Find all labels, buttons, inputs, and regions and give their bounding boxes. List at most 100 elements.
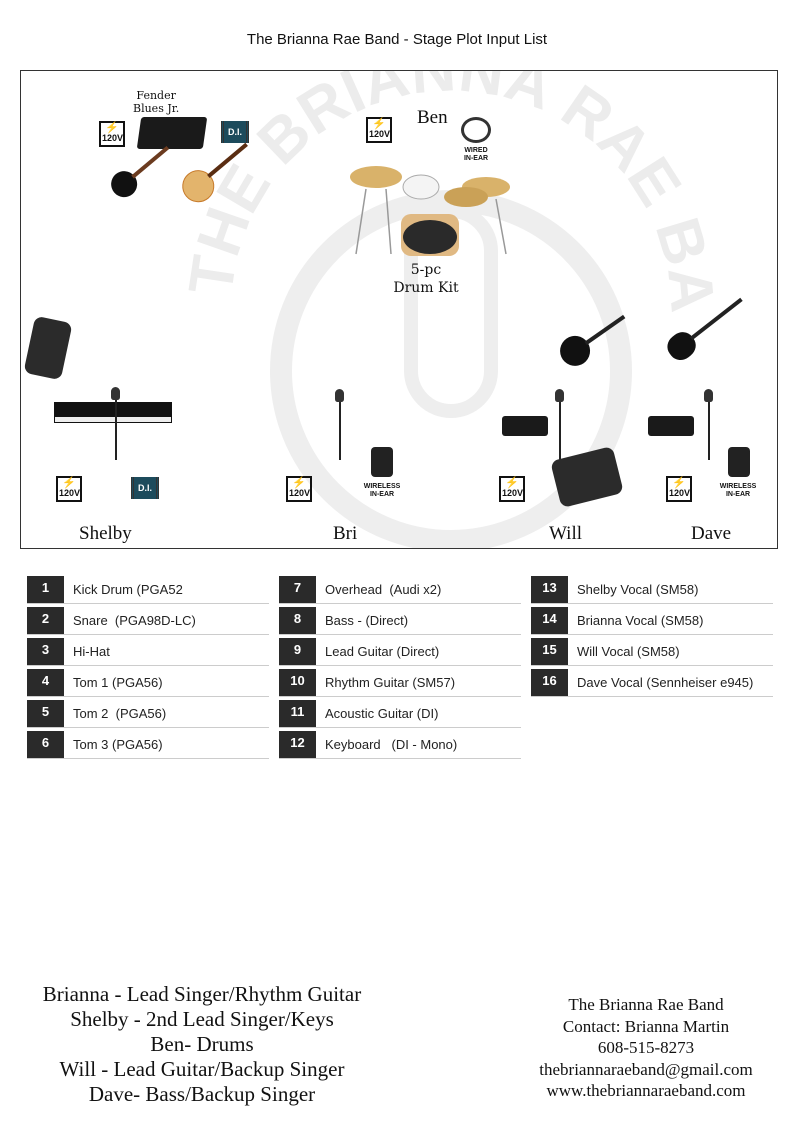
input-number: 2 bbox=[27, 607, 64, 634]
input-number: 11 bbox=[279, 700, 316, 727]
input-number: 15 bbox=[531, 638, 568, 665]
amp-label-line: Blues Jr. bbox=[133, 102, 180, 115]
input-number: 6 bbox=[27, 731, 64, 758]
microphone-icon bbox=[555, 389, 564, 402]
wireless-pack-icon bbox=[371, 447, 393, 477]
power-label: 120V bbox=[669, 488, 691, 498]
power-outlet-icon: ⚡120V bbox=[366, 117, 392, 143]
input-number: 8 bbox=[279, 607, 316, 634]
power-label: 120V bbox=[102, 133, 124, 143]
label-line: WIRED bbox=[464, 147, 488, 154]
microphone-icon bbox=[335, 389, 344, 402]
member-name-dave: Dave bbox=[691, 523, 732, 544]
drummer-name: Ben bbox=[417, 107, 448, 128]
keyboard-icon bbox=[54, 402, 172, 423]
input-number: 14 bbox=[531, 607, 568, 634]
mic-stand-icon bbox=[708, 402, 710, 460]
amp-label-line: Fender bbox=[136, 89, 176, 102]
role-line: Shelby - 2nd Lead Singer/Keys bbox=[70, 1007, 334, 1031]
microphone-icon bbox=[704, 389, 713, 402]
effects-pedal-icon bbox=[648, 416, 694, 436]
role-line: Dave- Bass/Backup Singer bbox=[88, 1082, 316, 1106]
contact-website[interactable]: www.thebriannaraeband.com bbox=[546, 1081, 746, 1100]
input-number: 1 bbox=[27, 576, 64, 603]
drum-kit-icon bbox=[350, 166, 510, 256]
label-line: IN-EAR bbox=[463, 155, 489, 162]
input-number: 7 bbox=[279, 576, 316, 603]
input-row: 7 Overhead (Audi x2) bbox=[279, 576, 521, 604]
wired-in-ear-icon bbox=[461, 117, 491, 143]
band-logo-watermark: THE BRIANNA RAE BAND bbox=[171, 71, 727, 548]
label-line: WIRELESS bbox=[363, 483, 401, 490]
microphone-icon bbox=[111, 387, 120, 400]
input-label: Brianna Vocal (SM58) bbox=[577, 613, 704, 628]
input-row: 3 Hi-Hat bbox=[27, 638, 269, 666]
input-label: Overhead (Audi x2) bbox=[325, 582, 442, 597]
input-number: 4 bbox=[27, 669, 64, 696]
power-outlet-icon: ⚡120V bbox=[499, 476, 525, 502]
effects-pedal-icon bbox=[502, 416, 548, 436]
band-name: The Brianna Rae Band bbox=[568, 995, 724, 1014]
role-line: Will - Lead Guitar/Backup Singer bbox=[59, 1057, 345, 1081]
role-line: Brianna - Lead Singer/Rhythm Guitar bbox=[42, 982, 362, 1006]
power-outlet-icon: ⚡120V bbox=[99, 121, 125, 147]
role-line: Ben- Drums bbox=[150, 1032, 254, 1056]
input-label: Rhythm Guitar (SM57) bbox=[325, 675, 456, 690]
amp-icon bbox=[136, 117, 208, 149]
page-title: The Brianna Rae Band - Stage Plot Input … bbox=[246, 31, 548, 48]
contact-email[interactable]: thebriannaraeband@gmail.com bbox=[539, 1059, 753, 1079]
di-box-icon: D.I. bbox=[221, 121, 249, 143]
label-line: IN-EAR bbox=[369, 491, 395, 498]
label-line: Drum Kit bbox=[393, 280, 459, 296]
input-row: 2 Snare (PGA98D-LC) bbox=[27, 607, 269, 635]
input-row: 8 Bass - (Direct) bbox=[279, 607, 521, 635]
input-label: Dave Vocal (Sennheiser e945) bbox=[577, 675, 754, 690]
input-label: Hi-Hat bbox=[73, 644, 110, 659]
input-row: 15 Will Vocal (SM58) bbox=[531, 638, 773, 666]
contact-phone[interactable]: 608-515-8273 bbox=[597, 1038, 695, 1057]
power-label: 120V bbox=[289, 488, 311, 498]
monitor-wedge-icon bbox=[23, 315, 73, 381]
input-label: Lead Guitar (Direct) bbox=[325, 644, 440, 659]
input-number: 13 bbox=[531, 576, 568, 603]
input-label: Keyboard (DI - Mono) bbox=[325, 737, 458, 752]
input-row: 4 Tom 1 (PGA56) bbox=[27, 669, 269, 697]
amp-label: Fender Blues Jr. bbox=[133, 89, 179, 115]
input-number: 3 bbox=[27, 638, 64, 665]
input-label: Will Vocal (SM58) bbox=[577, 644, 680, 659]
member-name-shelby: Shelby bbox=[79, 523, 132, 544]
input-label: Tom 1 (PGA56) bbox=[73, 675, 163, 690]
input-label: Bass - (Direct) bbox=[325, 613, 409, 628]
wireless-pack-icon bbox=[728, 447, 750, 477]
input-number: 9 bbox=[279, 638, 316, 665]
power-outlet-icon: ⚡120V bbox=[666, 476, 692, 502]
member-name-bri: Bri bbox=[333, 523, 358, 544]
input-number: 12 bbox=[279, 731, 316, 758]
label-line: IN-EAR bbox=[725, 491, 751, 498]
input-number: 5 bbox=[27, 700, 64, 727]
input-number: 16 bbox=[531, 669, 568, 696]
input-number: 10 bbox=[279, 669, 316, 696]
power-outlet-icon: ⚡120V bbox=[286, 476, 312, 502]
input-label: Tom 3 (PGA56) bbox=[73, 737, 163, 752]
stage-area: THE BRIANNA RAE BAND Fender Blues Jr. ⚡1… bbox=[20, 70, 778, 549]
power-label: 120V bbox=[59, 488, 81, 498]
electric-guitar-icon bbox=[105, 142, 173, 203]
input-row: 11 Acoustic Guitar (DI) bbox=[279, 700, 521, 728]
member-name-will: Will bbox=[549, 523, 583, 544]
mic-stand-icon bbox=[339, 402, 341, 460]
contact-info: The Brianna Rae Band Contact: Brianna Ma… bbox=[500, 994, 792, 1102]
mic-stand-icon bbox=[559, 402, 561, 460]
input-row: 12 Keyboard (DI - Mono) bbox=[279, 731, 521, 759]
input-label: Snare (PGA98D-LC) bbox=[73, 613, 196, 628]
input-label: Acoustic Guitar (DI) bbox=[325, 706, 439, 721]
power-label: 120V bbox=[502, 488, 524, 498]
